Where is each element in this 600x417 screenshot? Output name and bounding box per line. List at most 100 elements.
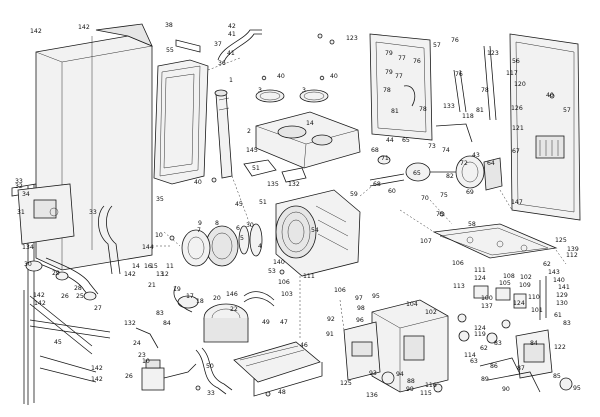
callout-c6: 6 [236, 225, 240, 232]
callout-c42: 42 [228, 23, 236, 30]
callout-c132: 132 [288, 181, 300, 188]
callout-c133: 133 [443, 103, 455, 110]
callout-c26a: 26 [61, 293, 69, 300]
callout-c83c: 83 [494, 340, 502, 347]
callout-c94: 94 [396, 371, 404, 378]
callout-c31: 31 [17, 209, 25, 216]
callout-c76b: 76 [413, 58, 421, 65]
callout-c5: 5 [240, 235, 244, 242]
callout-c21: 21 [148, 282, 156, 289]
callout-c84b: 84 [530, 340, 538, 347]
callout-c70: 70 [421, 195, 429, 202]
callout-c140: 140 [273, 259, 285, 266]
callout-c7: 7 [197, 227, 201, 234]
vertical-tube [214, 89, 233, 179]
callout-c95b: 95 [573, 385, 581, 392]
callout-c14: 14 [306, 120, 314, 127]
callout-c59: 59 [350, 191, 358, 198]
callout-c111b: 111 [474, 267, 486, 274]
callout-c78b: 78 [419, 106, 427, 113]
callout-c87: 87 [517, 365, 525, 372]
callout-c126: 126 [511, 105, 523, 112]
callout-c90: 90 [502, 386, 510, 393]
callout-c86: 86 [490, 363, 498, 370]
callout-c84: 84 [163, 320, 171, 327]
callout-c79a: 79 [385, 50, 393, 57]
fan-assembly [173, 285, 249, 343]
callout-c62b: 62 [480, 345, 488, 352]
callout-c51b: 51 [259, 199, 267, 206]
callout-c124a: 124 [474, 275, 486, 282]
callout-c2: 2 [247, 128, 251, 135]
callout-c82: 82 [446, 173, 454, 180]
callout-c83a: 83 [563, 320, 571, 327]
callout-c77a: 77 [398, 55, 406, 62]
callout-c100: 100 [481, 295, 493, 302]
callout-c120: 120 [514, 81, 526, 88]
callout-c118: 118 [462, 113, 474, 120]
callout-c57a: 57 [433, 42, 441, 49]
callout-c54: 54 [311, 227, 319, 234]
callout-c69: 69 [466, 189, 474, 196]
callout-c33b: 33 [89, 209, 97, 216]
callout-c55: 55 [166, 47, 174, 54]
callout-c27: 27 [94, 305, 102, 312]
callout-c62a: 62 [543, 261, 551, 268]
callout-c142c: 142 [124, 271, 136, 278]
callout-c40d: 40 [194, 179, 202, 186]
callout-c119: 119 [474, 331, 486, 338]
callout-c18: 18 [196, 298, 204, 305]
callout-c47: 47 [280, 319, 288, 326]
control-box [343, 299, 449, 393]
callout-c3b: 3 [302, 87, 306, 94]
callout-c41a: 41 [228, 31, 236, 38]
callout-c57b: 57 [563, 107, 571, 114]
callout-c13: 13 [156, 271, 164, 278]
callout-c65b: 65 [413, 170, 421, 177]
right-back-panel [509, 33, 581, 221]
hydraulic-plate [432, 223, 558, 259]
callout-c76: 76 [451, 37, 459, 44]
callout-c139: 139 [567, 246, 579, 253]
callout-c19: 19 [173, 286, 181, 293]
callout-c53: 53 [268, 268, 276, 275]
callout-c74: 74 [442, 147, 450, 154]
callout-c136: 136 [366, 392, 378, 399]
callout-c29: 29 [52, 270, 60, 277]
callout-c78c: 78 [481, 87, 489, 94]
callout-c12: 12 [161, 271, 169, 278]
top-pipes [175, 29, 262, 63]
control-panel-fascia [17, 183, 75, 245]
diverter-valves [457, 276, 573, 393]
callout-c144: 144 [142, 244, 154, 251]
callout-c101: 101 [531, 307, 543, 314]
callout-c78: 78 [383, 87, 391, 94]
callout-c17: 17 [186, 293, 194, 300]
callout-c85: 85 [553, 373, 561, 380]
callout-c124c: 124 [474, 325, 486, 332]
callout-c77b: 77 [395, 73, 403, 80]
callout-c115: 115 [420, 390, 432, 397]
callout-c124b: 124 [513, 300, 525, 307]
callout-c11: 11 [166, 263, 174, 270]
screws [169, 33, 555, 397]
callout-c129: 129 [556, 292, 568, 299]
callout-c93: 93 [369, 370, 377, 377]
callout-c117: 117 [506, 70, 518, 77]
callout-c76c: 76 [455, 71, 463, 78]
callout-c135: 135 [267, 181, 279, 188]
callout-c110: 110 [528, 294, 540, 301]
callout-c9: 9 [198, 220, 202, 227]
callout-c51: 51 [252, 165, 260, 172]
callout-c14b: 14 [132, 263, 140, 270]
heat-exchanger [275, 189, 361, 277]
callout-c96: 96 [356, 317, 364, 324]
callout-c40a: 40 [277, 73, 285, 80]
callout-c137: 137 [481, 303, 493, 310]
base-tray [233, 341, 323, 397]
callout-c45b: 45 [54, 339, 62, 346]
callout-c75b: 75 [436, 211, 444, 218]
callout-c99: 99 [406, 386, 414, 393]
callout-c73: 73 [428, 143, 436, 150]
